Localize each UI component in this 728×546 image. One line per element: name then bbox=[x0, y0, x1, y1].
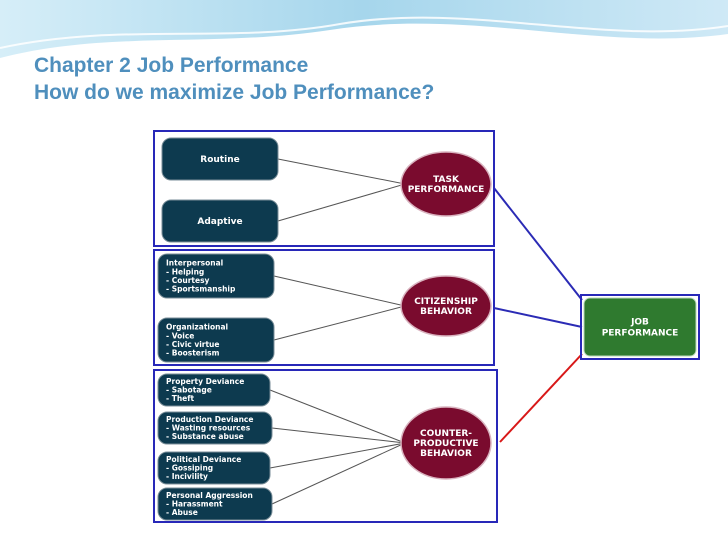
job-performance-label-line-2: PERFORMANCE bbox=[602, 329, 679, 339]
counterproductive-item-2-text-line-2: - Wasting resources bbox=[166, 424, 251, 433]
citizenship-item-box-1 bbox=[157, 253, 275, 299]
counterproductive-item-4-text-line-3: - Abuse bbox=[166, 508, 198, 517]
task-hub-label-line-2: PERFORMANCE bbox=[408, 185, 485, 195]
task-item-1-text-line-1: Routine bbox=[200, 155, 239, 165]
header-wave-decoration bbox=[0, 0, 728, 61]
citizenship-connector-2 bbox=[273, 305, 406, 341]
citizenship-hub-circle bbox=[400, 275, 492, 337]
counterproductive-item-box-2 bbox=[157, 411, 273, 445]
counterproductive-item-box-3 bbox=[157, 451, 271, 485]
task-item-box-1 bbox=[161, 137, 279, 181]
task-hub-circle bbox=[400, 151, 492, 217]
counterproductive-connector-3 bbox=[269, 442, 406, 469]
citizenship-to-job-performance-link bbox=[493, 307, 583, 328]
citizenship-item-2-text-line-2: - Voice bbox=[166, 331, 194, 340]
citizenship-hub-label-line-1: CITIZENSHIP bbox=[414, 297, 478, 307]
counterproductive-item-box-1 bbox=[157, 373, 271, 407]
counterproductive-item-2-text-line-1: Production Deviance bbox=[166, 415, 253, 424]
counterproductive-item-4-text-line-2: - Harassment bbox=[166, 500, 223, 509]
title-line-2: How do we maximize Job Performance? bbox=[34, 81, 435, 104]
citizenship-group-frame bbox=[153, 249, 495, 366]
counterproductive-item-1-text-line-3: - Theft bbox=[166, 394, 195, 403]
job-performance-label-line-1: JOB bbox=[630, 318, 649, 328]
citizenship-connector-1 bbox=[273, 275, 406, 307]
counterproductive-group-frame bbox=[153, 369, 498, 523]
counterproductive-item-4-text-line-1: Personal Aggression bbox=[166, 491, 253, 500]
citizenship-item-1-text-line-2: - Helping bbox=[166, 267, 204, 276]
counterproductive-item-3-text-line-2: - Gossiping bbox=[166, 464, 213, 473]
citizenship-item-1-text-line-3: - Courtesy bbox=[166, 276, 210, 285]
counterproductive-connector-1 bbox=[269, 389, 406, 444]
counterproductive-hub-label-line-1: COUNTER- bbox=[420, 429, 472, 439]
job-performance-frame bbox=[580, 294, 700, 360]
counterproductive-connector-4 bbox=[271, 442, 406, 505]
title-line-1: Chapter 2 Job Performance bbox=[34, 54, 309, 77]
task-item-box-2 bbox=[161, 199, 279, 243]
counterproductive-hub-circle bbox=[400, 406, 492, 480]
task-item-2-text-line-1: Adaptive bbox=[197, 217, 242, 227]
task-connector-1 bbox=[277, 158, 406, 185]
counterproductive-item-3-text-line-3: - Incivility bbox=[166, 472, 208, 481]
citizenship-hub-label-line-2: BEHAVIOR bbox=[420, 307, 472, 317]
job-performance-box bbox=[583, 297, 697, 357]
counterproductive-item-box-4 bbox=[157, 487, 273, 521]
citizenship-item-2-text-line-3: - Civic virtue bbox=[166, 340, 220, 349]
counterproductive-item-3-text-line-1: Political Deviance bbox=[166, 455, 241, 464]
citizenship-item-2-text-line-4: - Boosterism bbox=[166, 349, 220, 358]
counterproductive-item-2-text-line-3: - Substance abuse bbox=[166, 432, 244, 441]
task-to-job-performance-link bbox=[493, 187, 583, 301]
citizenship-item-1-text-line-1: Interpersonal bbox=[166, 259, 223, 268]
citizenship-item-1-text-line-4: - Sportsmanship bbox=[166, 285, 236, 294]
task-connector-2 bbox=[277, 183, 406, 222]
citizenship-item-2-text-line-1: Organizational bbox=[166, 323, 228, 332]
counterproductive-item-1-text-line-2: - Sabotage bbox=[166, 386, 212, 395]
counterproductive-connector-2 bbox=[271, 427, 406, 444]
counterproductive-item-1-text-line-1: Property Deviance bbox=[166, 377, 244, 386]
task-hub-label-line-1: TASK bbox=[433, 175, 460, 185]
citizenship-item-box-2 bbox=[157, 317, 275, 363]
counterproductive-hub-label-line-2: PRODUCTIVE bbox=[413, 439, 478, 449]
counterproductive-to-job-performance-link bbox=[499, 353, 583, 443]
counterproductive-hub-label-line-3: BEHAVIOR bbox=[420, 449, 472, 459]
slide-title: Chapter 2 Job Performance How do we maxi… bbox=[34, 52, 434, 106]
